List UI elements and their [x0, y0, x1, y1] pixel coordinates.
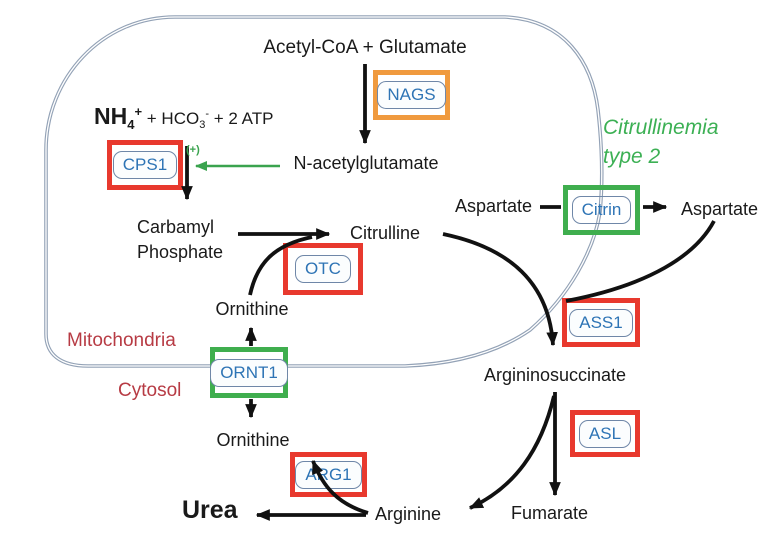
annotation-line1: Citrullinemia	[603, 116, 719, 139]
enzyme-label-asl: ASL	[578, 419, 632, 448]
nh4-subscript: 4	[127, 117, 135, 132]
label-aspartate-cytosolic: Aspartate	[455, 196, 533, 216]
nh4-base: NH	[94, 103, 128, 129]
label-argininosuccinate: Argininosuccinate	[483, 365, 627, 385]
enzyme-box-citrin: Citrin	[563, 185, 640, 235]
enzyme-label-ornt1: ORNT1	[210, 358, 288, 387]
enzyme-label-arg1: ARG1	[295, 460, 362, 489]
enzyme-box-nags: NAGS	[373, 70, 450, 120]
label-nh4-hco3-atp: NH4+ + HCO3- + 2 ATP	[94, 103, 273, 133]
atp-part: + 2 ATP	[209, 109, 274, 128]
label-urea: Urea	[182, 496, 238, 524]
carbamyl-line2: Phosphate	[137, 242, 224, 262]
annotation-line2: type 2	[603, 145, 661, 168]
label-aspartate-exported: Aspartate	[681, 199, 759, 219]
enzyme-box-ornt1: ORNT1	[210, 347, 288, 398]
label-n-acetylglutamate: N-acetylglutamate	[293, 153, 439, 173]
label-citrulline: Citrulline	[350, 223, 421, 243]
label-ornithine-mitochondrial: Ornithine	[215, 299, 289, 319]
enzyme-label-cps1: CPS1	[112, 151, 178, 179]
annotation-citrullinemia-type2: Citrullinemia type 2	[603, 113, 719, 171]
enzyme-box-otc: OTC	[283, 243, 363, 295]
arrow-citrulline-to-argininosuccinate	[442, 232, 558, 347]
label-cytosol: Cytosol	[118, 380, 182, 401]
label-carbamyl-phosphate: Carbamyl Phosphate	[137, 215, 223, 265]
label-mitochondria: Mitochondria	[67, 330, 176, 351]
enzyme-box-asl: ASL	[570, 410, 640, 457]
enzyme-label-otc: OTC	[295, 255, 351, 283]
mitochondrial-membrane	[44, 15, 604, 368]
enzyme-box-ass1: ASS1	[562, 298, 640, 347]
enzyme-label-citrin: Citrin	[571, 196, 632, 224]
activation-plus-label: (+)	[186, 144, 200, 156]
hco3-part: + HCO	[142, 109, 200, 128]
enzyme-label-ass1: ASS1	[569, 308, 633, 337]
enzyme-label-nags: NAGS	[377, 81, 446, 109]
label-fumarate: Fumarate	[511, 503, 589, 523]
nh4-superscript: +	[134, 104, 143, 119]
label-acetylcoa-glutamate: Acetyl-CoA + Glutamate	[263, 37, 467, 58]
hco3-superscript: -	[205, 108, 210, 120]
hco3-subscript: 3	[199, 119, 206, 131]
carbamyl-line1: Carbamyl	[137, 217, 215, 237]
enzyme-box-arg1: ARG1	[290, 452, 367, 497]
enzyme-box-cps1: CPS1	[107, 140, 183, 190]
arrow-argininosuccinate-to-arginine	[468, 395, 556, 510]
label-arginine: Arginine	[375, 504, 442, 524]
label-ornithine-cytosolic: Ornithine	[216, 430, 290, 450]
